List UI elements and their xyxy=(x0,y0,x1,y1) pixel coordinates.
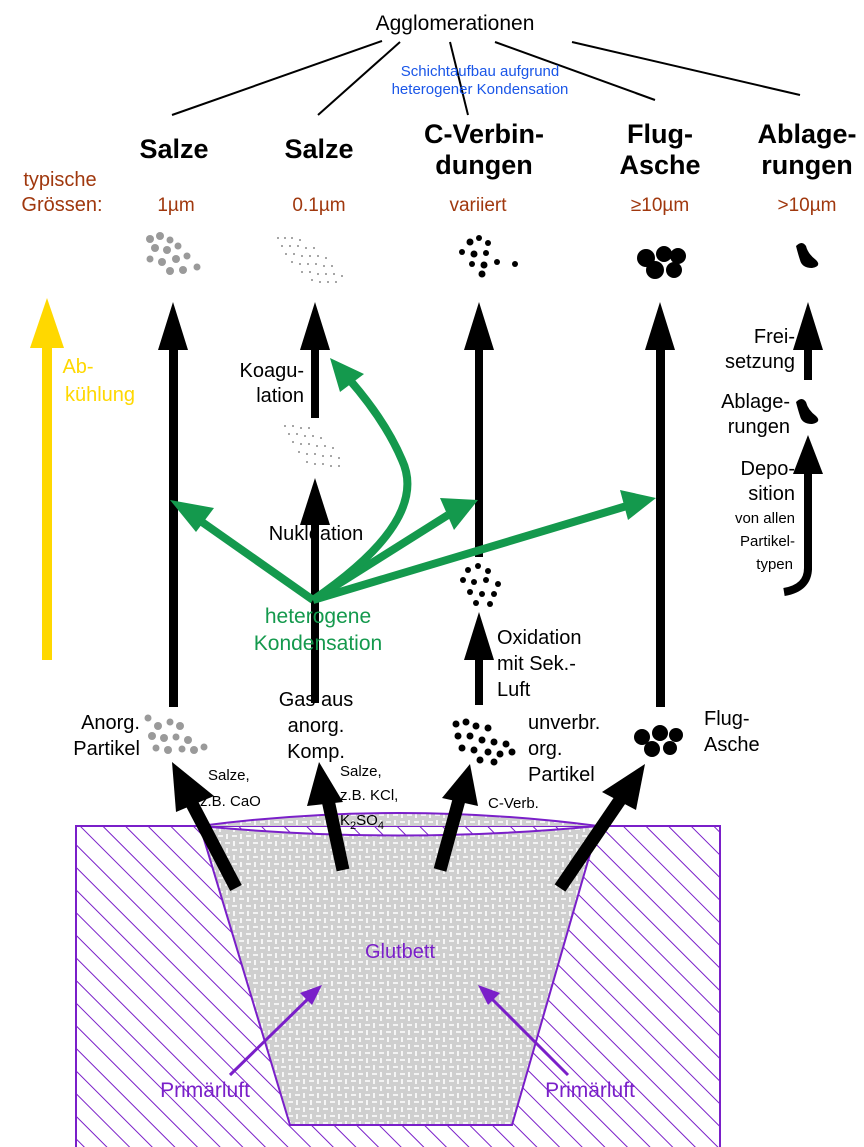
heading-flugasche-1: Flug- xyxy=(627,119,693,149)
size-c5: >10µm xyxy=(777,195,836,216)
size-c2: 0.1µm xyxy=(292,195,345,216)
gas-label-2: anorg. xyxy=(288,715,345,737)
heading-cverbindungen-2: dungen xyxy=(435,150,532,180)
schichtaufbau-line1: Schichtaufbau aufgrund xyxy=(401,63,559,80)
oxidation-label-2: mit Sek.- xyxy=(497,653,576,675)
anorg-label-2: Partikel xyxy=(73,738,140,760)
koagulation-label-2: lation xyxy=(256,385,304,407)
particles-coagulation xyxy=(284,425,340,467)
particles-flugasche-top xyxy=(637,246,686,279)
particles-cverb-oxidized xyxy=(460,563,501,607)
glutbett-label: Glutbett xyxy=(365,941,435,963)
deposition-label-2: sition xyxy=(748,483,795,505)
particles-cverb-top xyxy=(459,235,518,278)
unverbr-label-2: org. xyxy=(528,738,562,760)
size-c3: variiert xyxy=(449,195,507,216)
particles-flugasche-bottom xyxy=(634,725,683,757)
agglomerationen-label: Agglomerationen xyxy=(376,12,535,35)
freisetzung-label-1: Frei- xyxy=(754,326,795,348)
release-cverb-label: C-Verb. xyxy=(488,795,539,812)
heading-salze-1: Salze xyxy=(139,134,208,164)
size-c4: ≥10µm xyxy=(631,195,689,216)
cooling-label-2: kühlung xyxy=(65,384,135,406)
deposition-label-4: Partikel- xyxy=(740,533,795,550)
green-arrowheads xyxy=(170,358,656,532)
cooling-label-1: Ab- xyxy=(62,356,93,378)
koagulation-label-1: Koagu- xyxy=(240,360,305,382)
deposition-label-3: von allen xyxy=(735,510,795,527)
deposition-label-5: typen xyxy=(756,556,793,573)
heading-ablagerungen-2: rungen xyxy=(761,150,853,180)
flugasche-bottom-label-2: Asche xyxy=(704,734,760,756)
typische-label-2: Grössen: xyxy=(21,194,102,216)
cooling-arrow xyxy=(30,298,64,660)
primaerluft-right-label: Primärluft xyxy=(545,1079,635,1102)
gas-label-1: Gas aus xyxy=(279,689,353,711)
unverbr-label-3: Partikel xyxy=(528,764,595,786)
particles-ablagerungen-middle xyxy=(796,399,818,424)
oxidation-label-3: Luft xyxy=(497,679,531,701)
heterogene-label-2: Kondensation xyxy=(254,632,382,655)
particles-salze-1um-top xyxy=(146,232,201,275)
release-salze2-label-2: z.B. KCl, xyxy=(340,787,398,804)
release-salze1-label-2: z.B. CaO xyxy=(200,793,261,810)
unverbr-label-1: unverbr. xyxy=(528,712,600,734)
gas-label-3: Komp. xyxy=(287,741,345,763)
heading-salze-2: Salze xyxy=(284,134,353,164)
particles-anorg-bottom xyxy=(145,715,208,755)
deposition-label-1: Depo- xyxy=(741,458,795,480)
release-salze1-label-1: Salze, xyxy=(208,767,250,784)
green-condensation-arrows xyxy=(192,378,630,600)
ablagerungen-mid-label-1: Ablage- xyxy=(721,391,790,413)
heading-cverbindungen-1: C-Verbin- xyxy=(424,119,544,149)
particles-ablagerungen-top xyxy=(796,243,818,268)
freisetzung-label-2: setzung xyxy=(725,351,795,373)
oxidation-label-1: Oxidation xyxy=(497,627,582,649)
heterogene-label-1: heterogene xyxy=(265,605,371,628)
typische-label-1: typische xyxy=(23,169,96,191)
primaerluft-left-label: Primärluft xyxy=(160,1079,250,1102)
heading-ablagerungen-1: Ablage- xyxy=(757,119,856,149)
heading-flugasche-2: Asche xyxy=(619,150,700,180)
release-salze2-label-1: Salze, xyxy=(340,763,382,780)
schichtaufbau-line2: heterogener Kondensation xyxy=(392,81,569,98)
size-c1: 1µm xyxy=(157,195,194,216)
flugasche-bottom-label-1: Flug- xyxy=(704,708,750,730)
nukleation-label: Nukleation xyxy=(269,523,364,545)
ablagerungen-mid-label-2: rungen xyxy=(728,416,790,438)
particles-salze-01um-top xyxy=(277,237,343,283)
anorg-label-1: Anorg. xyxy=(81,712,140,734)
particles-unverbr-bottom xyxy=(453,719,516,766)
